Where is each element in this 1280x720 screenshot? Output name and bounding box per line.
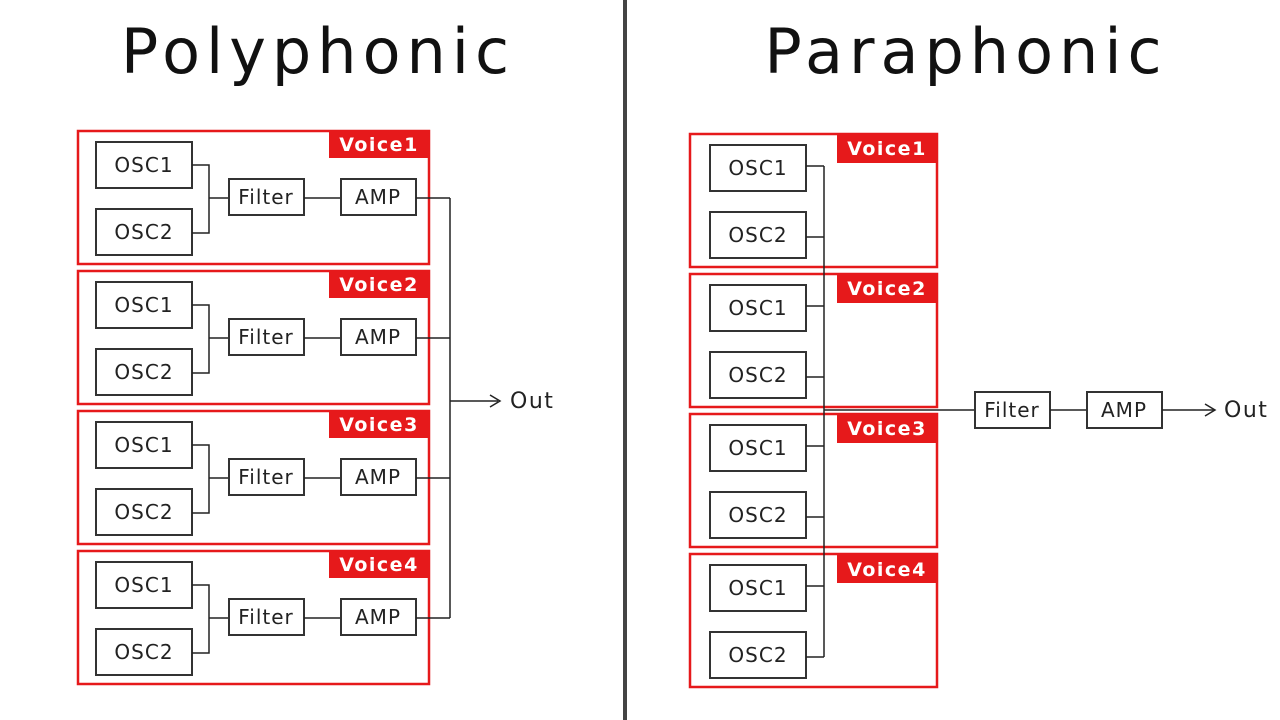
poly-osc-merge-wire <box>192 584 229 654</box>
para-osc2-box <box>709 211 807 259</box>
poly-osc2-label: OSC2 <box>114 360 173 384</box>
poly-amp-box <box>340 318 417 356</box>
poly-out-label: Out <box>510 389 554 414</box>
poly-filter-label: Filter <box>238 185 294 209</box>
poly-osc2-box <box>95 628 193 676</box>
para-voice-4: Voice4 OSC1 OSC2 <box>688 552 939 689</box>
poly-voice-tag <box>329 411 429 438</box>
para-osc-wires <box>806 305 824 378</box>
poly-filter-box <box>228 598 305 636</box>
para-osc-wires <box>806 445 824 518</box>
para-voice-frame <box>688 132 939 269</box>
poly-amp-box <box>340 598 417 636</box>
para-osc2-box <box>709 491 807 539</box>
poly-voice-tag <box>329 551 429 578</box>
poly-osc2-label: OSC2 <box>114 640 173 664</box>
para-osc1-label: OSC1 <box>728 436 787 460</box>
poly-osc1-box <box>95 561 193 609</box>
poly-amp-label: AMP <box>355 185 401 209</box>
poly-osc2-box <box>95 488 193 536</box>
poly-voice-1: Voice1 OSC1 OSC2 Filter AMP <box>76 129 450 266</box>
poly-osc2-box <box>95 348 193 396</box>
paraphonic-diagram: Voice1 OSC1 OSC2 Voice2 OSC1 OSC2 Voice3… <box>688 132 1268 689</box>
para-voice-frame <box>688 412 939 549</box>
para-osc1-box <box>709 424 807 472</box>
para-voice-1: Voice1 OSC1 OSC2 <box>688 132 939 269</box>
poly-voice-label: Voice3 <box>339 414 419 436</box>
poly-osc1-label: OSC1 <box>114 153 173 177</box>
para-out-arrow-icon <box>1204 403 1217 417</box>
para-voice-3: Voice3 OSC1 OSC2 <box>688 412 939 549</box>
para-voice-label: Voice3 <box>847 418 927 440</box>
para-voice-2: Voice2 OSC1 OSC2 <box>688 272 939 409</box>
poly-osc1-box <box>95 141 193 189</box>
para-voice-tag <box>837 134 937 163</box>
poly-voice-label: Voice2 <box>339 274 419 296</box>
poly-osc1-label: OSC1 <box>114 433 173 457</box>
para-voice-label: Voice4 <box>847 559 927 581</box>
poly-osc2-label: OSC2 <box>114 220 173 244</box>
poly-voice-3: Voice3 OSC1 OSC2 Filter AMP <box>76 409 450 546</box>
poly-voice-4: Voice4 OSC1 OSC2 Filter AMP <box>76 549 450 686</box>
poly-output-bus <box>449 198 498 618</box>
poly-filter-box <box>228 458 305 496</box>
poly-amp-label: AMP <box>355 465 401 489</box>
para-voice-frame <box>688 552 939 689</box>
para-shared-bus <box>823 166 975 657</box>
poly-voice-label: Voice4 <box>339 554 419 576</box>
poly-amp-label: AMP <box>355 605 401 629</box>
para-voice-label: Voice2 <box>847 278 927 300</box>
poly-out-arrow-icon <box>489 394 502 408</box>
para-osc1-box <box>709 564 807 612</box>
poly-voice-tag <box>329 131 429 158</box>
poly-amp-label: AMP <box>355 325 401 349</box>
para-voice-frame <box>688 272 939 409</box>
poly-osc2-box <box>95 208 193 256</box>
poly-osc1-label: OSC1 <box>114 293 173 317</box>
poly-filter-label: Filter <box>238 325 294 349</box>
poly-osc1-label: OSC1 <box>114 573 173 597</box>
para-osc1-label: OSC1 <box>728 576 787 600</box>
poly-filter-label: Filter <box>238 605 294 629</box>
poly-amp-box <box>340 458 417 496</box>
poly-voice-label: Voice1 <box>339 134 419 156</box>
para-osc-wires <box>806 165 824 238</box>
poly-filter-box <box>228 178 305 216</box>
para-voice-tag <box>837 414 937 443</box>
poly-voice-2: Voice2 OSC1 OSC2 Filter AMP <box>76 269 450 406</box>
para-osc2-label: OSC2 <box>728 223 787 247</box>
para-amp-label: AMP <box>1101 398 1147 422</box>
para-osc1-label: OSC1 <box>728 296 787 320</box>
para-osc-wires <box>806 585 824 658</box>
para-voice-tag <box>837 554 937 583</box>
poly-filter-box <box>228 318 305 356</box>
para-osc2-label: OSC2 <box>728 643 787 667</box>
poly-osc-merge-wire <box>192 304 229 374</box>
para-out-label: Out <box>1224 398 1268 423</box>
poly-filter-label: Filter <box>238 465 294 489</box>
para-filter-box <box>974 391 1051 429</box>
para-osc1-box <box>709 284 807 332</box>
para-osc2-label: OSC2 <box>728 363 787 387</box>
para-osc2-box <box>709 631 807 679</box>
poly-osc2-label: OSC2 <box>114 500 173 524</box>
para-osc1-box <box>709 144 807 192</box>
polyphonic-diagram: Voice1 OSC1 OSC2 Filter AMP Voice2 OSC1 … <box>76 129 554 686</box>
para-voice-tag <box>837 274 937 303</box>
polyphonic-title: Polyphonic <box>121 15 515 88</box>
poly-amp-box <box>340 178 417 216</box>
poly-osc-merge-wire <box>192 444 229 514</box>
poly-voice-tag <box>329 271 429 298</box>
para-osc1-label: OSC1 <box>728 156 787 180</box>
para-voice-label: Voice1 <box>847 138 927 160</box>
poly-osc-merge-wire <box>192 164 229 234</box>
para-osc2-box <box>709 351 807 399</box>
paraphonic-title: Paraphonic <box>764 15 1167 88</box>
para-filter-label: Filter <box>984 398 1040 422</box>
para-osc2-label: OSC2 <box>728 503 787 527</box>
